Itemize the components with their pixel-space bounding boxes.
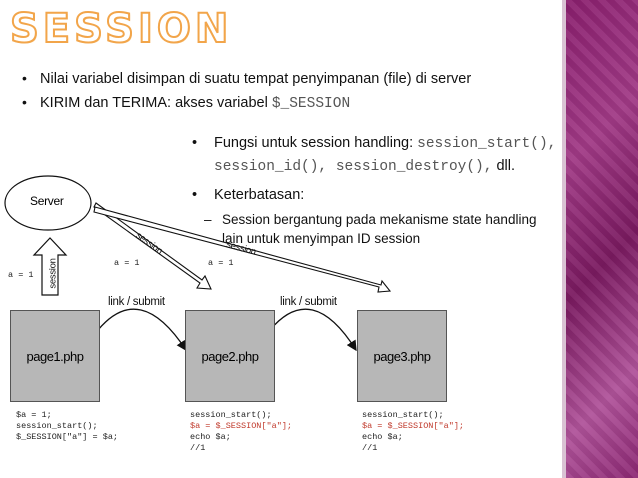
bullet-item: • Fungsi untuk session handling: session_… — [192, 132, 562, 155]
side-edge — [562, 0, 566, 478]
bullet-item: • KIRIM dan TERIMA: akses variabel $_SESS… — [22, 90, 471, 114]
code-line: $_SESSION["a"] = $a; — [16, 432, 119, 442]
bullet-icon: • — [192, 135, 198, 151]
page1-code: $a = 1;session_start();$_SESSION["a"] = … — [16, 410, 118, 443]
a-value-mid1: a = 1 — [114, 258, 140, 268]
bullet-icon: • — [22, 70, 27, 86]
code-line: session_start(); — [190, 410, 272, 420]
right-bullet-block: • Fungsi untuk session handling: session_… — [192, 132, 562, 248]
bullet-text: Fungsi untuk session handling: — [214, 135, 418, 151]
code-line: $a = $_SESSION["a"]; — [362, 421, 465, 431]
server-ellipse — [4, 175, 92, 231]
code-line: $a = 1; — [16, 410, 52, 420]
page1-label: page1.php — [26, 349, 84, 364]
code-line: //1 — [190, 443, 206, 453]
page3-code: session_start();$a = $_SESSION["a"];echo… — [362, 410, 464, 454]
page3-label: page3.php — [373, 349, 431, 364]
sub-bullet: –Session bergantung pada mekanisme state… — [204, 210, 562, 248]
page1-box: page1.php — [10, 310, 100, 402]
bullet-item: • Keterbatasan: — [192, 184, 562, 206]
code-line: echo $a; — [190, 432, 231, 442]
sub-bullet-dash: – — [204, 212, 212, 227]
sub-bullet-line2: lain untuk menyimpan ID session — [222, 231, 421, 246]
slide-title: SESSION — [9, 5, 233, 53]
bullet-icon: • — [22, 94, 27, 110]
page2-code: session_start();$a = $_SESSION["a"];echo… — [190, 410, 292, 454]
bullet-text: KIRIM dan TERIMA: akses variabel — [40, 95, 272, 111]
bullet-code: $_SESSION — [271, 96, 351, 112]
page2-box: page2.php — [185, 310, 275, 402]
bullet-code: session_id(), session_destroy(), — [214, 159, 493, 175]
page2-label: page2.php — [201, 349, 259, 364]
slide: SESSION • Nilai variabel disimpan di suat… — [4, 5, 562, 454]
bullet-item: • Nilai variabel disimpan di suatu tempat… — [22, 66, 471, 90]
link-submit-label-2: link / submit — [280, 296, 337, 308]
session-arrow-page3 — [93, 206, 392, 293]
link-submit-label-1: link / submit — [108, 296, 165, 308]
code-line: echo $a; — [362, 432, 403, 442]
session-diagram — [4, 175, 392, 352]
decorative-side-panel — [566, 0, 638, 478]
up-arrow-label: session — [47, 258, 59, 289]
bullet-text: dll. — [492, 158, 516, 174]
link-arrow-2 — [269, 308, 357, 352]
page3-box: page3.php — [357, 310, 447, 402]
code-line: session_start(); — [362, 410, 444, 420]
bullet-continuation: session_id(), session_destroy(), dll. — [214, 155, 562, 178]
bullet-code: session_start(), — [417, 136, 557, 152]
side-panel-pattern — [566, 0, 638, 478]
sub-bullet-line1: Session bergantung pada mekanisme state … — [222, 212, 537, 227]
bullet-text: Nilai variabel disimpan di suatu tempat … — [40, 71, 472, 87]
a-value-mid2: a = 1 — [208, 258, 234, 268]
bullet-text: Keterbatasan: — [214, 187, 305, 203]
code-line: session_start(); — [16, 421, 98, 431]
bullet-icon: • — [192, 187, 198, 203]
code-line: $a = $_SESSION["a"]; — [190, 421, 293, 431]
server-label: Server — [30, 194, 64, 208]
link-arrow-1 — [97, 308, 187, 352]
a-value-left: a = 1 — [8, 270, 34, 280]
top-bullet-list: • Nilai variabel disimpan di suatu tempat… — [22, 66, 471, 114]
code-line: //1 — [362, 443, 378, 453]
upload-arrow-icon — [32, 237, 68, 296]
